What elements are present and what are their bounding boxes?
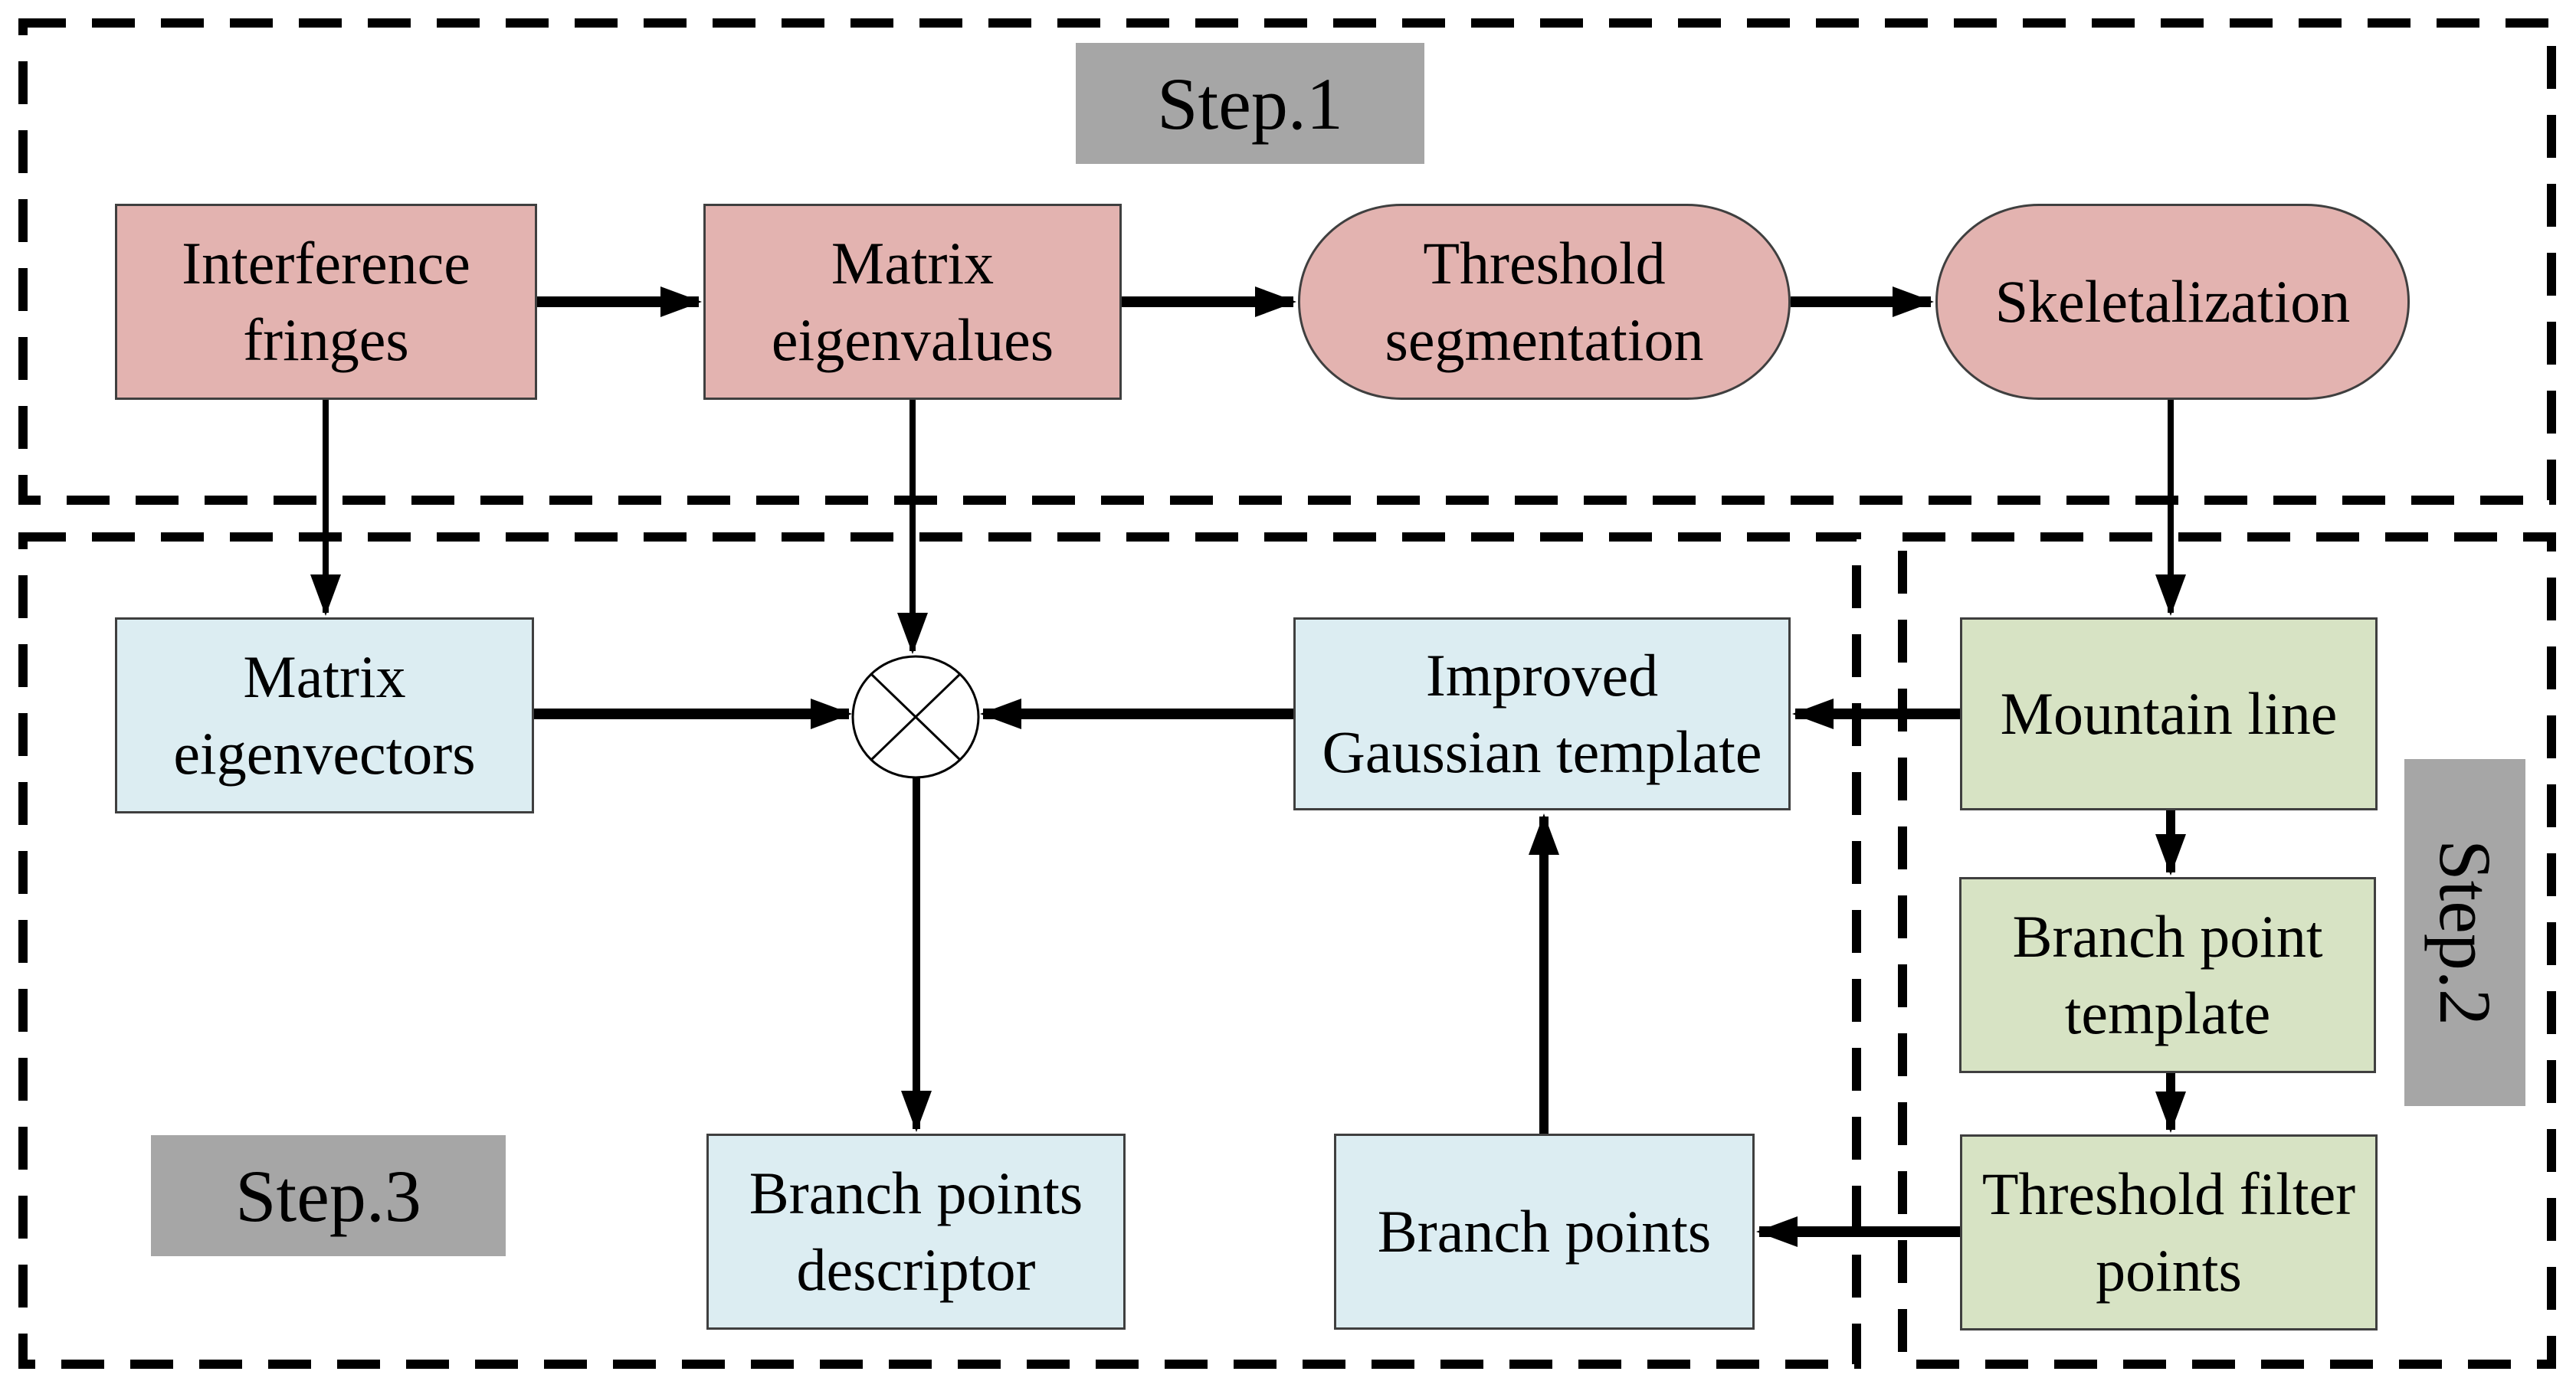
node-branch-points: Branch points — [1334, 1134, 1755, 1330]
step2-label: Step.2 — [2404, 759, 2525, 1106]
region-step3-border — [18, 532, 1861, 1369]
node-matrix-eigenvalues: Matrix eigenvalues — [703, 204, 1122, 400]
convolution-operator-icon — [851, 655, 980, 779]
node-matrix-eigenvectors: Matrix eigenvectors — [115, 617, 534, 813]
node-mountain-line: Mountain line — [1960, 617, 2378, 810]
node-branch-point-template: Branch point template — [1959, 877, 2376, 1073]
step1-label-text: Step.1 — [1157, 62, 1343, 145]
step3-label-text: Step.3 — [235, 1154, 421, 1237]
node-skeletalization: Skeletalization — [1935, 204, 2410, 400]
node-interference-fringes: Interference fringes — [115, 204, 537, 400]
node-threshold-filter-points: Threshold filter points — [1960, 1134, 2378, 1330]
step1-label: Step.1 — [1076, 43, 1424, 164]
node-threshold-segmentation: Threshold segmentation — [1298, 204, 1791, 400]
node-improved-gaussian-template: Improved Gaussian template — [1293, 617, 1791, 810]
region-step1-border — [18, 18, 2556, 505]
node-branch-points-descriptor: Branch points descriptor — [706, 1134, 1126, 1330]
step2-label-text: Step.2 — [2424, 840, 2506, 1026]
region-step2-border — [1898, 532, 2556, 1369]
step3-label: Step.3 — [151, 1135, 506, 1256]
